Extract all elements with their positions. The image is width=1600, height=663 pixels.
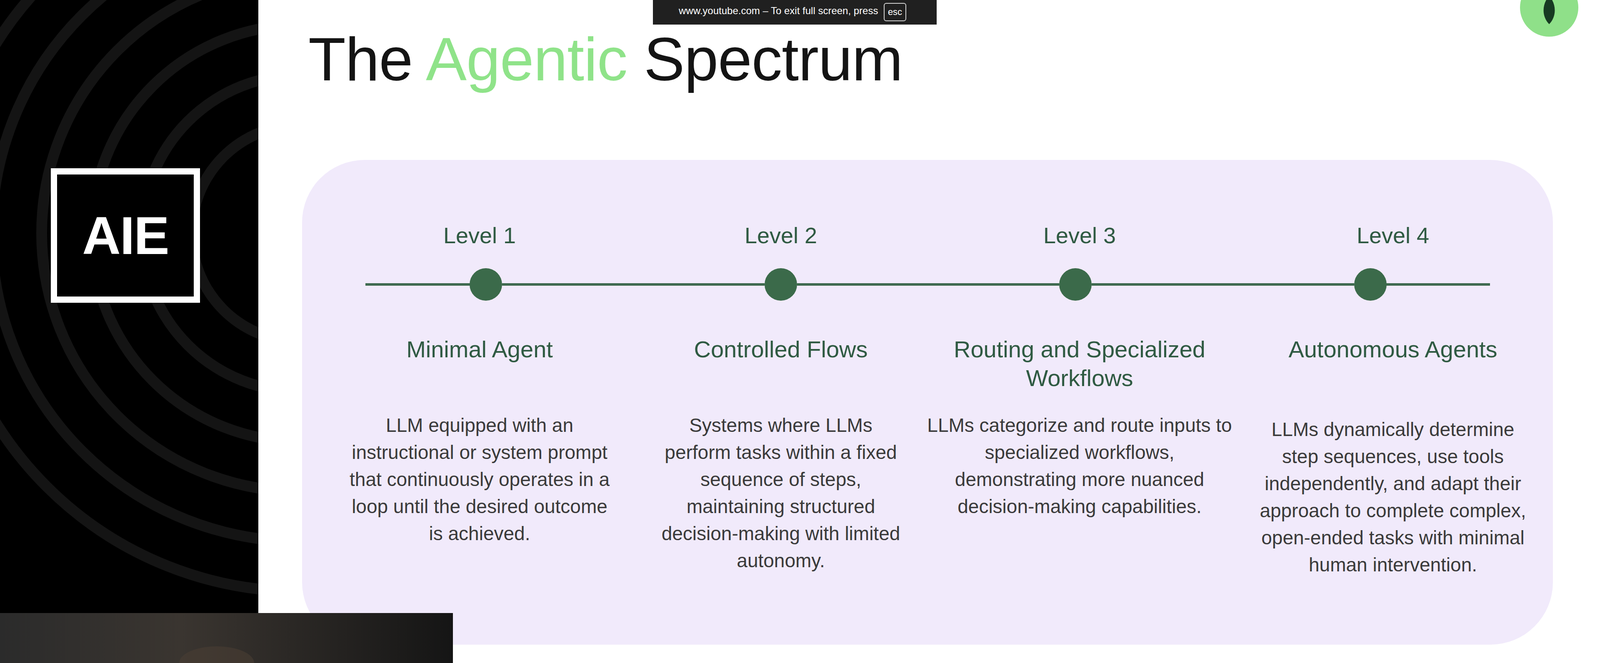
- key-label: esc: [884, 3, 906, 21]
- logo-box: AIE: [50, 168, 200, 303]
- level-label: Level 4: [1255, 221, 1531, 250]
- level-label: Level 2: [655, 221, 906, 250]
- stage-description: Systems where LLMs perform tasks within …: [655, 412, 906, 575]
- notice-text: www.youtube.com – To exit full screen, p…: [678, 0, 878, 22]
- inset-figure: [179, 646, 255, 663]
- timeline-end: [1385, 283, 1490, 286]
- timeline-node: Level 3Routing and Specialized Workflows…: [1059, 268, 1092, 301]
- lavender-panel: [302, 160, 1553, 645]
- timeline-node: Level 1Minimal AgentLLM equipped with an…: [469, 268, 503, 301]
- level-label: Level 1: [346, 221, 613, 250]
- brand-badge: [1520, 0, 1579, 37]
- concentric-arcs: [0, 0, 259, 592]
- slide-title: The Agentic Spectrum: [308, 21, 903, 97]
- stage-description: LLMs dynamically determine step sequence…: [1255, 416, 1531, 579]
- timeline-start: [365, 283, 471, 286]
- arc: [0, 0, 259, 592]
- stage-heading: Routing and Specialized Workflows: [925, 335, 1234, 393]
- timeline-segment: [797, 283, 1060, 286]
- level-label: Level 3: [925, 221, 1234, 250]
- logo-text: AIE: [57, 174, 194, 297]
- browser-notice: www.youtube.com – To exit full screen, p…: [652, 0, 937, 25]
- arc: [191, 125, 259, 342]
- arc: [41, 0, 259, 492]
- arc: [0, 0, 259, 542]
- stage-description: LLMs categorize and route inputs to spec…: [925, 412, 1234, 521]
- stage-heading: Controlled Flows: [655, 335, 906, 364]
- leaf-icon: [1543, 0, 1555, 25]
- stage-description: LLM equipped with an instructional or sy…: [346, 412, 613, 548]
- stage-heading: Minimal Agent: [346, 335, 613, 364]
- timeline-node: Level 2Controlled FlowsSystems where LLM…: [764, 268, 798, 301]
- key-cap: esc: [883, 2, 907, 22]
- timeline-segment: [502, 283, 765, 286]
- stage-heading: Autonomous Agents: [1255, 335, 1531, 364]
- timeline-segment: [1091, 283, 1355, 286]
- timeline-node: Level 4Autonomous AgentsLLMs dynamically…: [1354, 268, 1387, 301]
